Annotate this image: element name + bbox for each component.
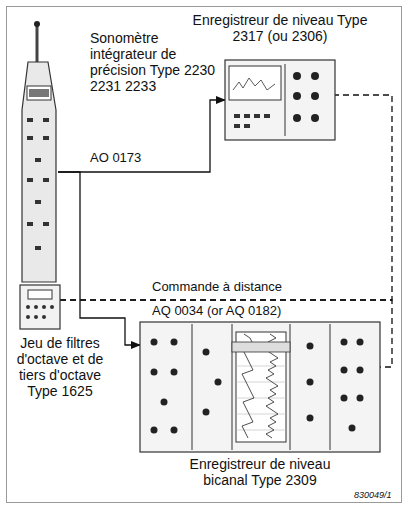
filter-set: Jeu de filtres d'octave et de tiers d'oc… xyxy=(20,285,60,329)
level-recorder: Enregistreur de niveau Type 2317 (ou 230… xyxy=(225,60,335,140)
cable-number: AO 0173 xyxy=(88,150,143,165)
signal-cable xyxy=(58,172,140,345)
node-caption: Sonomètre intégrateur de précision Type … xyxy=(90,30,220,94)
figure-number: 830049/1 xyxy=(352,490,394,500)
node-caption: Jeu de filtres d'octave et de tiers d'oc… xyxy=(2,335,118,399)
two-channel-recorder-drawing xyxy=(140,322,380,452)
remote-control-note: Commande à distance xyxy=(150,279,284,294)
filter-set-drawing xyxy=(20,285,60,329)
two-channel-recorder: Enregistreur de niveau bicanal Type 2309 xyxy=(140,322,380,452)
sound-level-meter: Sonomètre intégrateur de précision Type … xyxy=(20,20,58,285)
signal-cable xyxy=(58,100,225,172)
cable-number: AQ 0034 (or AQ 0182) xyxy=(150,303,283,318)
node-caption: Enregistreur de niveau Type 2317 (ou 230… xyxy=(185,12,375,44)
sound-level-meter-drawing xyxy=(20,20,58,285)
node-caption: Enregistreur de niveau bicanal Type 2309 xyxy=(175,456,345,488)
level-recorder-drawing xyxy=(225,60,335,140)
